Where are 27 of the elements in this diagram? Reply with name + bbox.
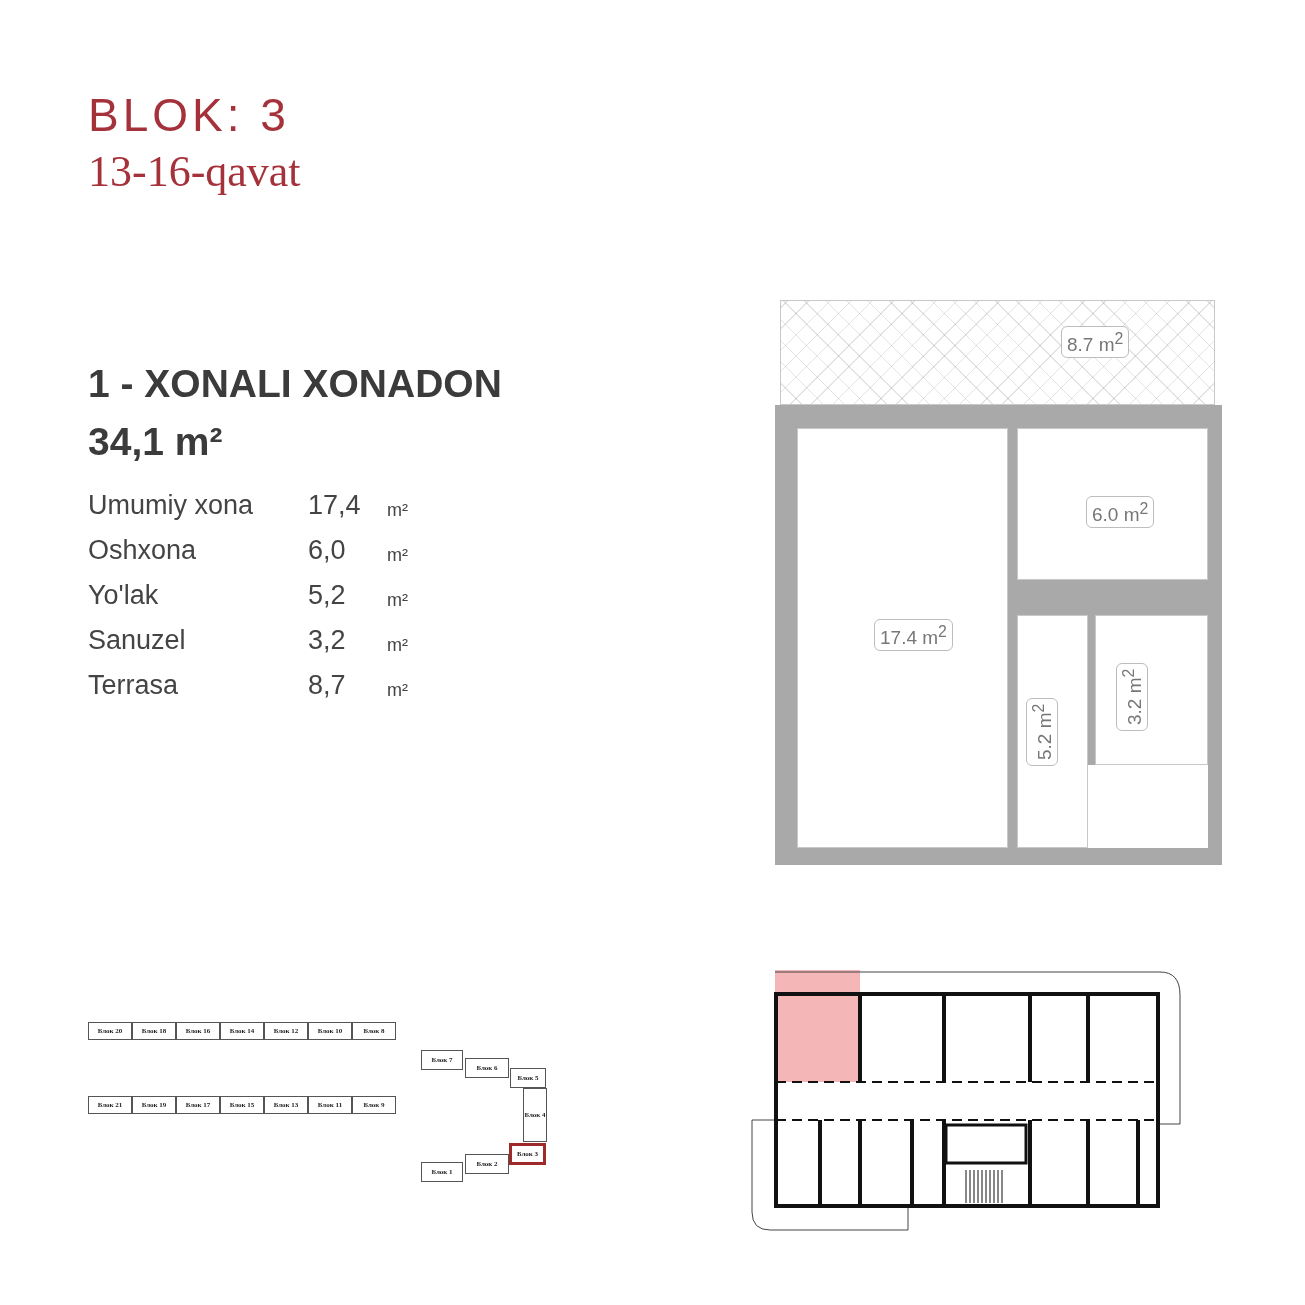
room-name: Umumiy xona (88, 490, 254, 521)
room-area (1017, 615, 1088, 848)
apartment-type: 1 - XONALI XONADON (88, 362, 502, 406)
area-unit: m² (387, 545, 408, 566)
area-unit: m² (387, 590, 408, 611)
room-name: Sanuzel (88, 625, 186, 656)
floor-range: 13-16-qavat (88, 146, 301, 197)
room-name: Oshxona (88, 535, 197, 566)
area-value: 17,4 (308, 490, 361, 521)
area-label: 6.0 m$^{2}$ (1086, 496, 1155, 529)
heading-title: BLOK: 3 (88, 88, 290, 142)
area-value: 8,7 (308, 670, 346, 701)
room-area (1017, 428, 1208, 580)
area-value: 6,0 (308, 535, 346, 566)
terrace-area (780, 300, 1215, 405)
area-label: 8.7 m$^{2}$ (1061, 326, 1130, 359)
total-area: 34,1 m² (88, 420, 223, 464)
area-label: 17.4 m$^{2}$ (874, 619, 953, 652)
room-name: Terrasa (88, 670, 179, 701)
area-unit: m² (387, 500, 408, 521)
area-unit: m² (387, 635, 408, 656)
room-area (797, 428, 1008, 848)
room-area (1095, 615, 1208, 765)
area-value: 3,2 (308, 625, 346, 656)
area-unit: m² (387, 680, 408, 701)
room-name: Yo'lak (88, 580, 159, 611)
area-value: 5,2 (308, 580, 346, 611)
